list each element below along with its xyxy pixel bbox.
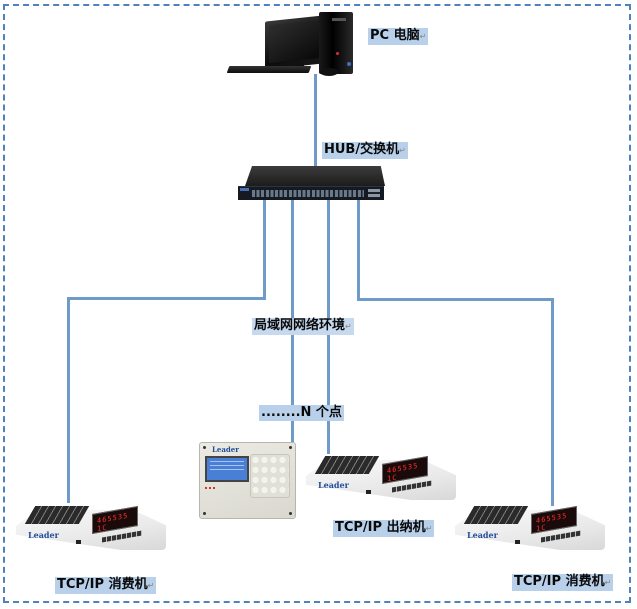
- wire-switch-left-horizontal: [67, 297, 266, 300]
- wire-switch-right-vertical: [357, 199, 360, 301]
- keyboard: [226, 66, 312, 73]
- pos-terminal-icon: 465535 1C Leader: [306, 446, 456, 512]
- wire-switch-right-horizontal: [357, 298, 554, 301]
- mouse: [320, 68, 338, 76]
- wire-right-terminal-drop: [551, 298, 554, 506]
- wire-switch-left-vertical: [263, 199, 266, 299]
- pc-label: PC 电脑↵: [368, 28, 429, 45]
- diagram-frame: [3, 4, 631, 603]
- pos-terminal-icon: 465535 1C Leader: [16, 496, 166, 562]
- cashier-terminal-icon: Leader: [199, 442, 296, 519]
- more-nodes-label: ........N 个点: [259, 405, 344, 421]
- wire-left-terminal-drop: [67, 297, 70, 503]
- terminal-right-label: TCP/IP 消费机↵: [512, 574, 614, 591]
- cashier-label: TCP/IP 出纳机↵: [333, 520, 435, 537]
- wire-pc-switch: [314, 74, 317, 168]
- pos-terminal-icon: 465535 1C Leader: [455, 496, 605, 562]
- lcd-screen: [205, 456, 249, 482]
- network-label: 局域网网络环境↵: [252, 318, 354, 335]
- terminal-left-label: TCP/IP 消费机↵: [55, 577, 157, 594]
- pc-tower: [319, 12, 353, 74]
- keypad: [250, 454, 290, 498]
- switch-label: HUB/交换机↵: [322, 142, 408, 159]
